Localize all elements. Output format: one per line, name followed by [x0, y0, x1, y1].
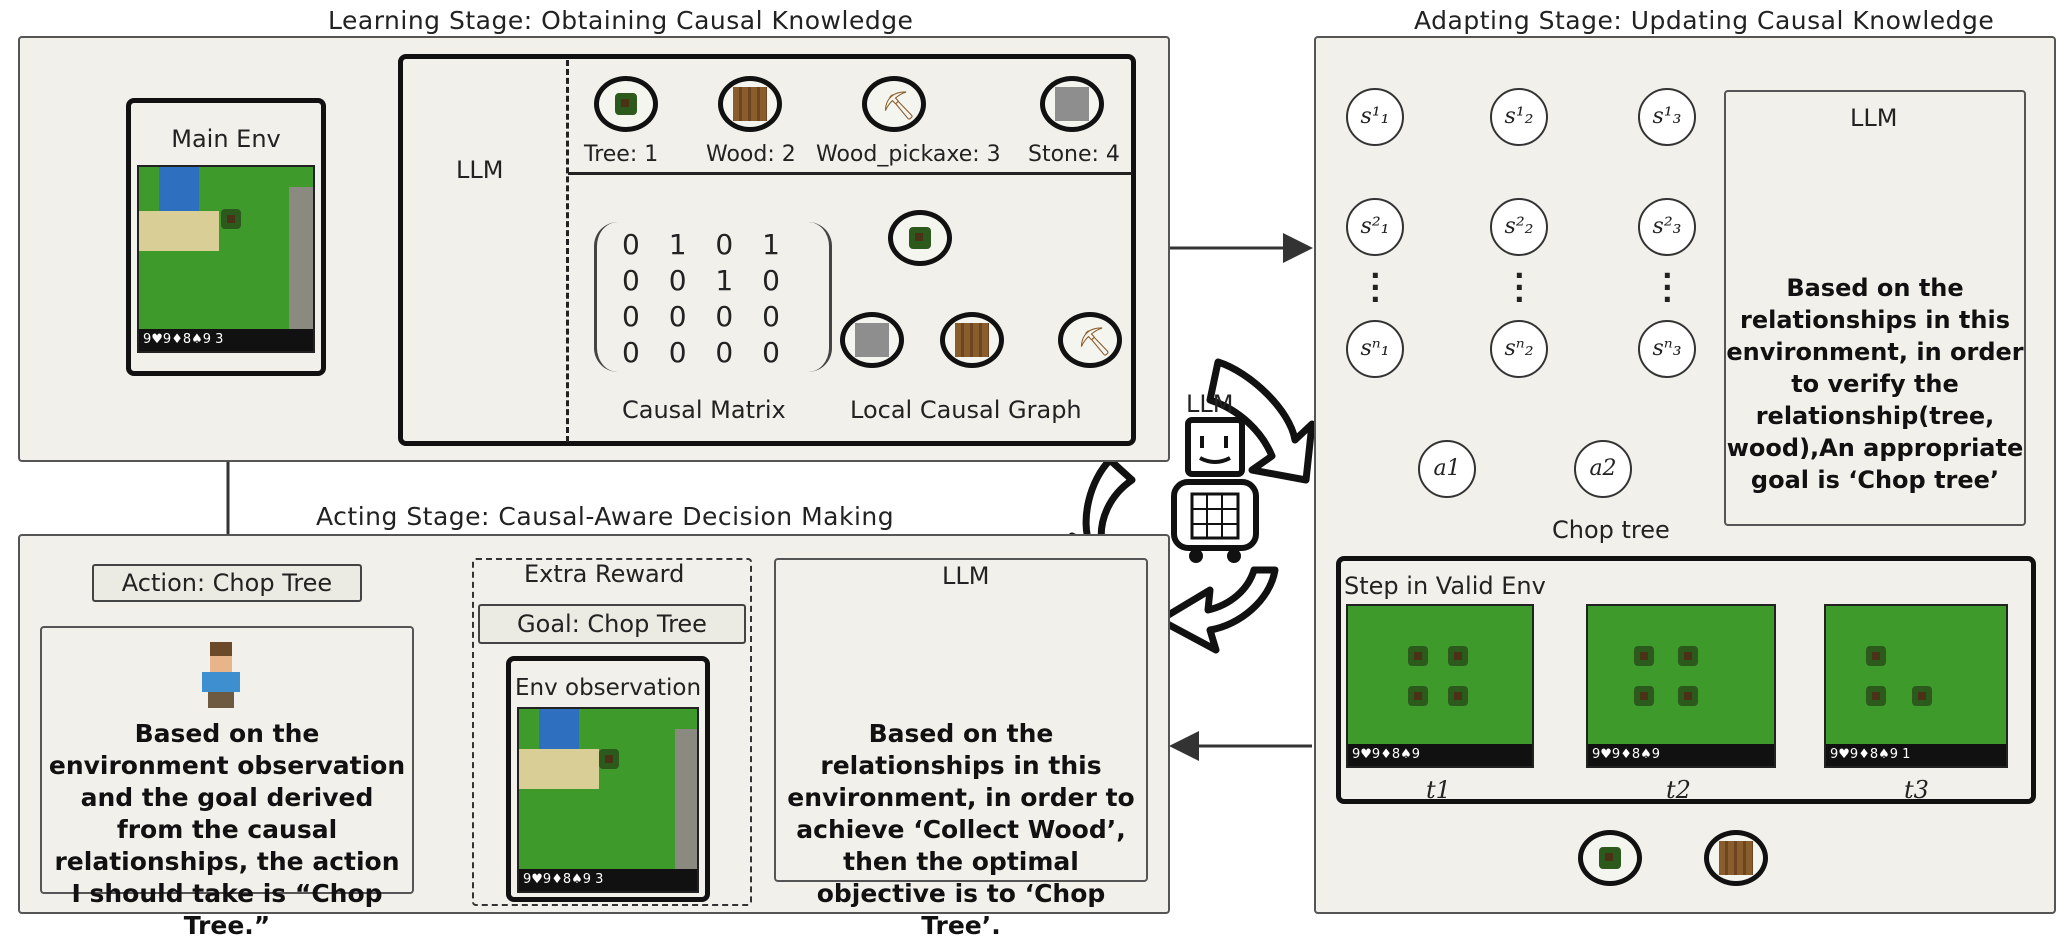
item-label-tree: Tree: 1 — [584, 142, 659, 167]
goal-chop-tree-tag: Goal: Chop Tree — [478, 604, 746, 644]
main-env-hud: 9♥9♦8♠9 3 — [139, 329, 313, 351]
vertical-dots-1: ··· — [1370, 259, 1381, 316]
extra-reward-label: Extra Reward — [524, 560, 685, 588]
node-a2: a2 — [1574, 440, 1632, 498]
matrix-row-4: 0 0 0 0 — [622, 336, 780, 369]
node-s2-1: s¹₂ — [1490, 88, 1548, 146]
valid-env-hud-3: 9♥9♦8♠9 1 — [1826, 744, 2006, 766]
item-label-pickaxe: Wood_pickaxe: 3 — [816, 142, 1001, 167]
env-observation-box: Env observation 9♥9♦8♠9 3 — [506, 656, 710, 902]
main-env-box: Main Env 9♥9♦8♠9 3 — [126, 98, 326, 376]
graph-tree-node — [888, 210, 952, 266]
llm-label-acting: LLM — [942, 562, 990, 590]
main-env-screen: 9♥9♦8♠9 3 — [137, 165, 315, 353]
bottom-wood-icon — [1704, 830, 1768, 886]
causal-matrix-label: Causal Matrix — [622, 396, 786, 424]
causal-matrix-bracket — [594, 222, 832, 372]
stone-item-icon — [1040, 76, 1104, 132]
valid-env-frame-1: 9♥9♦8♠9 — [1346, 604, 1534, 768]
node-s3-n: sⁿ₃ — [1638, 320, 1696, 378]
tree-item-icon — [594, 76, 658, 132]
wood-item-icon — [718, 76, 782, 132]
env-observation-label: Env observation — [514, 675, 702, 701]
pickaxe-item-icon: ⛏ — [862, 76, 926, 132]
llm-robot-icon-center — [1171, 417, 1259, 551]
env-observation-screen: 9♥9♦8♠9 3 — [517, 707, 699, 893]
node-s1-2: s²₁ — [1346, 198, 1404, 256]
env-observation-hud: 9♥9♦8♠9 3 — [519, 869, 697, 891]
valid-env-frame-3: 9♥9♦8♠9 1 — [1824, 604, 2008, 768]
step-valid-env-title: Step in Valid Env — [1344, 572, 1546, 600]
acting-stage-title: Acting Stage: Causal-Aware Decision Maki… — [316, 502, 895, 531]
bottom-tree-icon — [1578, 830, 1642, 886]
matrix-row-3: 0 0 0 0 — [622, 300, 780, 333]
node-s1-1: s¹₁ — [1346, 88, 1404, 146]
llm-label-learning: LLM — [456, 156, 504, 184]
node-s3-2: s²₃ — [1638, 198, 1696, 256]
valid-env-hud-2: 9♥9♦8♠9 — [1588, 744, 1774, 766]
llm-label-center: LLM — [1186, 390, 1234, 418]
node-s3-1: s¹₃ — [1638, 88, 1696, 146]
adapting-stage-title: Adapting Stage: Updating Causal Knowledg… — [1414, 6, 1995, 35]
item-label-stone: Stone: 4 — [1028, 142, 1120, 167]
time-label-t1: t1 — [1426, 776, 1451, 804]
node-s1-n: sⁿ₁ — [1346, 320, 1404, 378]
graph-pickaxe-node: ⛏ — [1058, 312, 1122, 368]
time-label-t3: t3 — [1904, 776, 1929, 804]
time-label-t2: t2 — [1666, 776, 1691, 804]
dashed-divider — [566, 60, 569, 442]
local-causal-graph-label: Local Causal Graph — [850, 396, 1082, 424]
vertical-dots-2: ··· — [1514, 259, 1525, 316]
valid-env-frame-2: 9♥9♦8♠9 — [1586, 604, 1776, 768]
chop-tree-caption: Chop tree — [1552, 516, 1670, 544]
vertical-dots-3: ··· — [1662, 259, 1673, 316]
horizontal-divider — [568, 172, 1132, 175]
adapting-llm-panel — [1724, 90, 2026, 526]
node-s2-2: s²₂ — [1490, 198, 1548, 256]
node-s2-n: sⁿ₂ — [1490, 320, 1548, 378]
node-a1: a1 — [1418, 440, 1476, 498]
adapting-reason-text: Based on the relationships in this envir… — [1726, 274, 2024, 494]
valid-env-hud-1: 9♥9♦8♠9 — [1348, 744, 1532, 766]
llm-label-adapting: LLM — [1850, 104, 1898, 132]
acting-llm-text: Based on the relationships in this envir… — [787, 719, 1135, 940]
graph-wood-node — [940, 312, 1004, 368]
item-label-wood: Wood: 2 — [706, 142, 796, 167]
graph-stone-node — [840, 312, 904, 368]
matrix-row-2: 0 0 1 0 — [622, 264, 780, 297]
learning-stage-title: Learning Stage: Obtaining Causal Knowled… — [328, 6, 914, 35]
player-agent-icon — [196, 642, 246, 708]
matrix-row-1: 0 1 0 1 — [622, 228, 780, 261]
extra-reward-box — [472, 558, 752, 906]
agent-decision-text: Based on the environment observation and… — [48, 719, 406, 940]
acting-llm-box — [774, 558, 1148, 882]
main-env-label: Main Env — [171, 125, 281, 153]
action-chop-tree-tag: Action: Chop Tree — [92, 564, 362, 602]
